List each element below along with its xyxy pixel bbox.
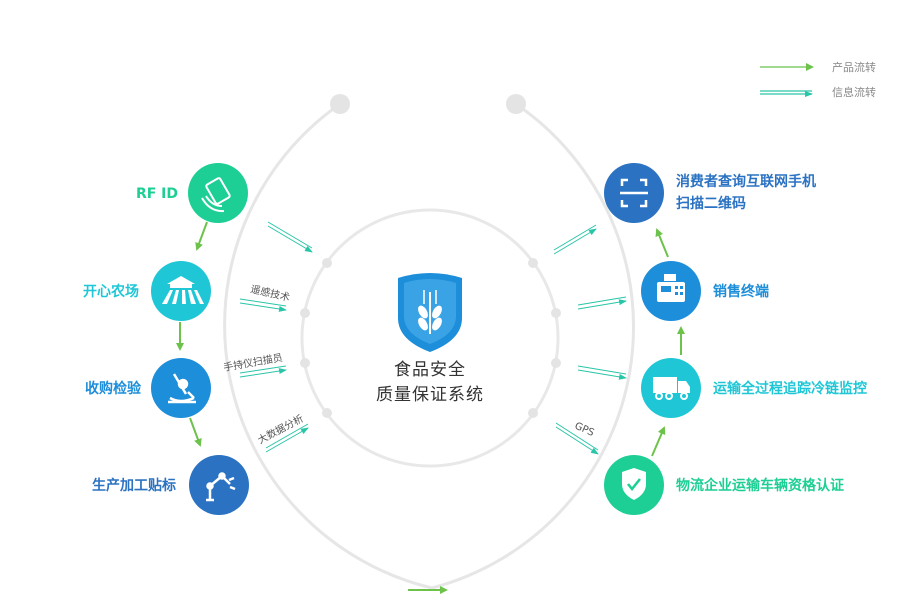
ring-end-dot-left: [330, 94, 350, 114]
ring-end-dot-right: [506, 94, 526, 114]
qr-scan-icon: [620, 178, 648, 208]
farm-field-icon: [162, 276, 204, 304]
inner-circle: [300, 208, 561, 468]
node-transport-tracking: 运输全过程追踪冷链监控: [641, 358, 867, 418]
label-consumer-query-line2: 扫描二维码: [676, 195, 746, 212]
info-label-handheld-scan: 手持仪扫描员: [222, 351, 283, 374]
node-rfid: RF ID: [136, 163, 248, 223]
shield-check-icon: [622, 468, 646, 500]
microscope-icon: [168, 373, 196, 404]
node-logistics-cert: 物流企业运输车辆资格认证: [604, 455, 844, 515]
right-flow-arrows: [651, 228, 685, 457]
label-inspection: 收购检验: [85, 380, 142, 397]
label-consumer-query-line1: 消费者查询互联网手机: [676, 173, 816, 190]
node-consumer-query: 消费者查询互联网手机 扫描二维码: [604, 163, 816, 223]
left-info-arrows: [239, 221, 313, 453]
label-sales-terminal: 销售终端: [713, 283, 769, 300]
right-info-arrows: [553, 224, 627, 455]
label-production: 生产加工贴标: [92, 477, 176, 494]
legend-product-flow: 产品流转: [832, 60, 876, 74]
node-farm: 开心农场: [83, 261, 211, 321]
label-rfid: RF ID: [136, 186, 178, 202]
label-transport-tracking: 运输全过程追踪冷链监控: [713, 380, 867, 397]
truck-icon: [653, 377, 690, 400]
node-inspection: 收购检验: [85, 358, 211, 418]
cash-register-icon: [657, 274, 685, 302]
label-farm: 开心农场: [83, 283, 139, 300]
wheat-shield-icon: [398, 273, 462, 352]
legend: 产品流转 信息流转: [760, 60, 876, 99]
info-label-remote-sensing: 遥感技术: [249, 282, 291, 304]
robot-arm-icon: [206, 472, 236, 502]
legend-info-flow: 信息流转: [832, 85, 876, 99]
node-production: 生产加工贴标: [92, 455, 249, 515]
left-flow-arrows: [176, 221, 208, 447]
center-title-line2: 质量保证系统: [376, 385, 484, 405]
rfid-card-icon: [201, 177, 231, 213]
center-title-line1: 食品安全: [394, 360, 466, 380]
label-logistics-cert: 物流企业运输车辆资格认证: [676, 477, 844, 494]
node-sales-terminal: 销售终端: [641, 261, 769, 321]
outer-ring: [223, 94, 635, 594]
